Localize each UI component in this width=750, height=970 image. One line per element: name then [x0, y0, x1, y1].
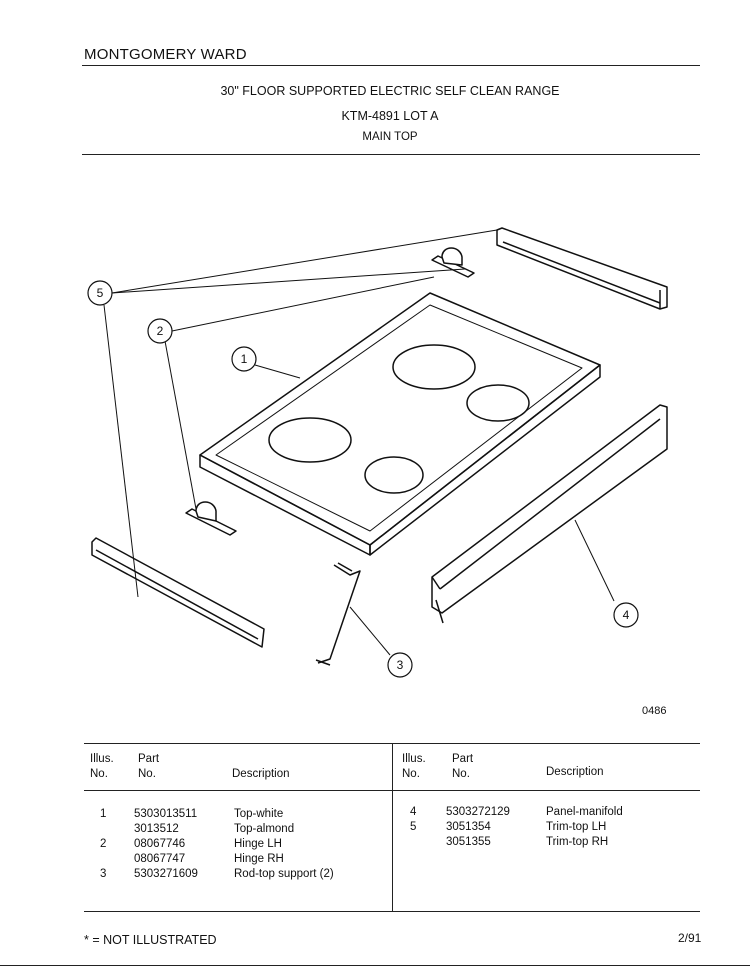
- section-title: MAIN TOP: [362, 131, 418, 143]
- exploded-parts-diagram: 5 2 1 3 4: [87, 227, 668, 678]
- hinge-rh-part: [431, 247, 475, 278]
- title-rule: [82, 154, 700, 155]
- brand-name: MONTGOMERY WARD: [84, 46, 247, 63]
- rod-top-support-part: [315, 562, 361, 666]
- header-illus-no-right: Illus. No.: [402, 753, 426, 780]
- revision-date: 2/91: [678, 931, 702, 945]
- callout-3: 3: [397, 658, 404, 672]
- trim-top-rh-part: [496, 227, 668, 310]
- panel-manifold-part: [431, 404, 668, 624]
- not-illustrated-note: * = NOT ILLUSTRATED: [84, 933, 217, 947]
- header-part-no-left: Part No.: [138, 753, 160, 780]
- table-divider: [392, 743, 393, 911]
- callout-1: 1: [241, 352, 248, 366]
- figure-code: 0486: [642, 705, 667, 717]
- callout-5: 5: [97, 286, 104, 300]
- model-number: KTM-4891 LOT A: [341, 109, 439, 123]
- main-top-part: [199, 292, 601, 556]
- table-bottom-rule: [84, 911, 700, 912]
- footer-rule: [0, 965, 750, 966]
- callout-4: 4: [623, 608, 630, 622]
- header-description-right: Description: [546, 766, 604, 778]
- header-rule: [82, 65, 700, 66]
- header-illus-no-left: Illus. No.: [90, 753, 114, 780]
- trim-top-lh-part: [91, 537, 265, 648]
- callout-2: 2: [157, 324, 164, 338]
- header-description-left: Description: [232, 768, 290, 780]
- page-title: 30" FLOOR SUPPORTED ELECTRIC SELF CLEAN …: [220, 84, 560, 98]
- hinge-lh-part: [185, 501, 237, 536]
- header-part-no-right: Part No.: [452, 753, 474, 780]
